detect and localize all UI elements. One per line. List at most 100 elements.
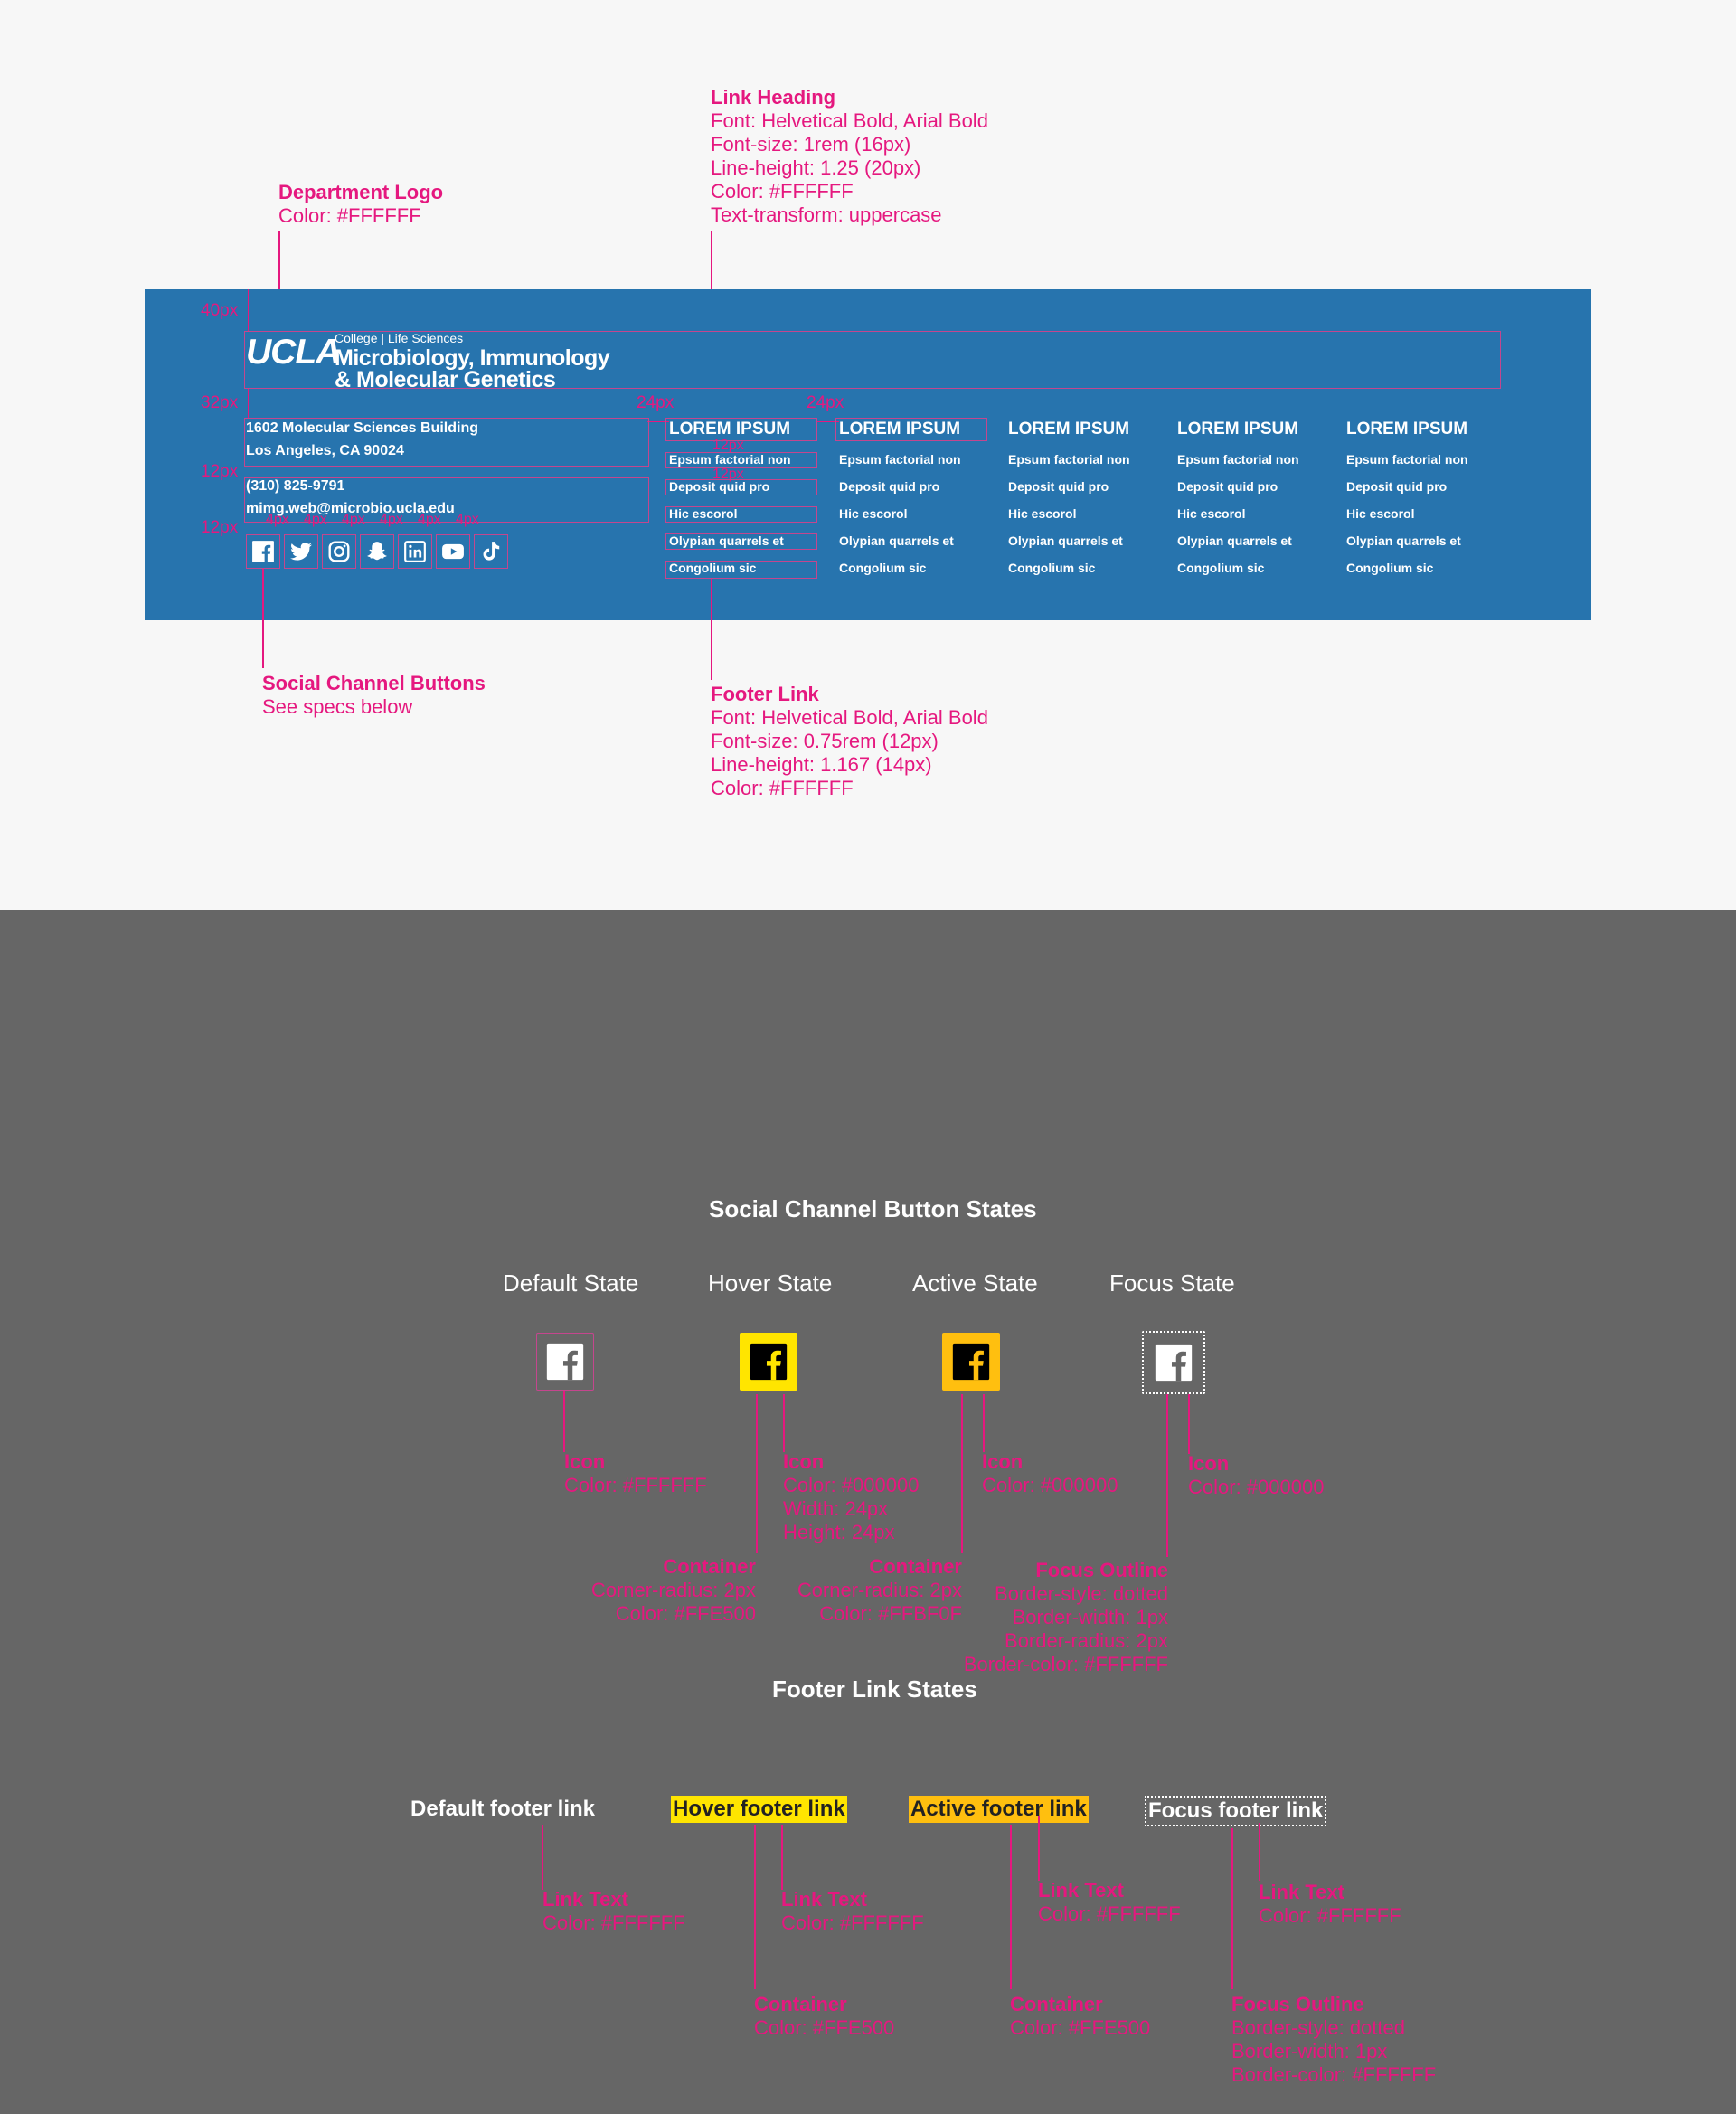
footer-link[interactable]: Epsum factorial non (1177, 452, 1299, 467)
footer-link[interactable]: Deposit quid pro (839, 479, 940, 494)
snapchat-button[interactable] (360, 534, 394, 569)
snapchat-icon (367, 542, 387, 561)
spacing-line (817, 421, 839, 422)
youtube-button[interactable] (436, 534, 470, 569)
tiktok-button[interactable] (474, 534, 508, 569)
footer-link-hover[interactable]: Hover footer link (671, 1796, 847, 1823)
facebook-icon (750, 1343, 788, 1381)
leader-line (961, 1394, 963, 1553)
address-line1: 1602 Molecular Sciences Building (246, 420, 478, 436)
leader-line (1010, 1825, 1012, 1989)
spacing-label: 12px (712, 438, 744, 453)
linkedin-icon (404, 541, 426, 562)
twitter-button[interactable] (284, 534, 318, 569)
logo-row-outline (244, 331, 1501, 389)
social-leader-line (262, 569, 264, 668)
column-heading: LOREM IPSUM (1008, 420, 1130, 439)
facebook-icon (252, 541, 274, 562)
spacing-label: 40px (201, 301, 239, 320)
facebook-button-default[interactable] (536, 1333, 594, 1391)
hover-icon-annotation: Icon Color: #000000 Width: 24px Height: … (783, 1450, 920, 1543)
link-states-title: Footer Link States (772, 1675, 977, 1703)
twitter-icon (290, 543, 312, 561)
heading-outline (835, 418, 987, 441)
spacing-label: 4px (266, 512, 289, 527)
facebook-button-hover[interactable] (740, 1333, 797, 1391)
footer-link[interactable]: Congolium sic (1177, 561, 1265, 575)
instagram-button[interactable] (322, 534, 356, 569)
facebook-button-active[interactable] (942, 1333, 1000, 1391)
phone-link[interactable]: (310) 825-9791 (246, 478, 345, 494)
social-buttons-annotation: Social Channel Buttons See specs below (262, 672, 486, 718)
footer-link[interactable]: Hic escorol (839, 506, 908, 521)
state-label-active: Active State (912, 1269, 1038, 1297)
footer-link[interactable]: Olypian quarrels et (1177, 533, 1292, 548)
facebook-button[interactable] (246, 534, 280, 569)
footer-link[interactable]: Congolium sic (839, 561, 927, 575)
footer-link[interactable]: Epsum factorial non (839, 452, 961, 467)
spacing-label: 24px (637, 393, 675, 412)
link-outline (665, 452, 817, 468)
footer-link[interactable]: Deposit quid pro (1346, 479, 1448, 494)
hover-link-text-annotation: Link Text Color: #FFFFFF (781, 1888, 924, 1934)
leader-line (781, 1825, 783, 1890)
footer-link[interactable]: Deposit quid pro (1177, 479, 1278, 494)
facebook-button-focus[interactable] (1142, 1331, 1205, 1394)
focus-icon-annotation: Icon Color: #000000 (1188, 1452, 1325, 1498)
column-heading: LOREM IPSUM (1346, 420, 1468, 439)
spacing-label: 12px (201, 462, 239, 481)
footer-link-focus[interactable]: Focus footer link (1145, 1796, 1327, 1826)
spacing-label: 4px (380, 512, 403, 527)
address-outline (244, 418, 649, 467)
default-icon-annotation: Icon Color: #FFFFFF (564, 1450, 707, 1496)
heading-outline (665, 418, 817, 441)
column-heading: LOREM IPSUM (1177, 420, 1299, 439)
linkedin-button[interactable] (398, 534, 432, 569)
footer-link[interactable]: Congolium sic (1346, 561, 1434, 575)
footer-link[interactable]: Hic escorol (1177, 506, 1246, 521)
active-link-text-annotation: Link Text Color: #FFFFFF (1038, 1879, 1181, 1925)
leader-line (754, 1825, 756, 1989)
footer-link[interactable]: Congolium sic (669, 561, 757, 575)
leader-line (1231, 1828, 1233, 1989)
link-outline (665, 561, 817, 579)
footer-link[interactable]: Epsum factorial non (1008, 452, 1130, 467)
leader-line (1188, 1394, 1190, 1454)
leader-line (983, 1394, 985, 1452)
column-heading: LOREM IPSUM (839, 420, 961, 439)
footer-link-default[interactable]: Default footer link (410, 1797, 596, 1821)
footer-link-annotation: Footer Link Font: Helvetical Bold, Arial… (711, 683, 988, 799)
spacing-label: 4px (456, 512, 479, 527)
spacing-label: 12px (201, 518, 239, 537)
spacing-label: 4px (418, 512, 441, 527)
footer-link[interactable]: Deposit quid pro (669, 479, 770, 494)
footer-link[interactable]: Deposit quid pro (1008, 479, 1109, 494)
footer-link[interactable]: Epsum factorial non (669, 452, 791, 467)
footer-link[interactable]: Olypian quarrels et (669, 533, 784, 548)
footer-link[interactable]: Olypian quarrels et (839, 533, 954, 548)
footer-link[interactable]: Olypian quarrels et (1346, 533, 1461, 548)
contact-outline (244, 477, 649, 523)
tiktok-icon (483, 542, 500, 561)
spacing-label: 4px (304, 512, 327, 527)
state-label-hover: Hover State (708, 1269, 833, 1297)
spacing-label: 12px (712, 467, 744, 482)
footer-link[interactable]: Hic escorol (1346, 506, 1415, 521)
focus-outline-annotation: Focus Outline Border-style: dotted Borde… (963, 1559, 1168, 1675)
footer-link[interactable]: Congolium sic (1008, 561, 1096, 575)
email-link[interactable]: mimg.web@microbio.ucla.edu (246, 501, 455, 516)
focus-link-text-annotation: Link Text Color: #FFFFFF (1259, 1881, 1401, 1927)
address-line2: Los Angeles, CA 90024 (246, 443, 404, 458)
active-container-annotation: Container Corner-radius: 2px Color: #FFB… (797, 1555, 962, 1625)
default-link-text-annotation: Link Text Color: #FFFFFF (542, 1888, 685, 1934)
logo-department-line2: & Molecular Genetics (335, 367, 556, 392)
facebook-icon (952, 1343, 990, 1381)
footer-link-active[interactable]: Active footer link (909, 1796, 1089, 1823)
footer-link[interactable]: Olypian quarrels et (1008, 533, 1123, 548)
footer-link[interactable]: Hic escorol (669, 506, 738, 521)
department-logo-annotation: Department Logo Color: #FFFFFF (278, 181, 444, 227)
footer-link[interactable]: Epsum factorial non (1346, 452, 1468, 467)
facebook-icon (1155, 1344, 1193, 1382)
leader-line (1038, 1816, 1040, 1881)
footer-link[interactable]: Hic escorol (1008, 506, 1077, 521)
